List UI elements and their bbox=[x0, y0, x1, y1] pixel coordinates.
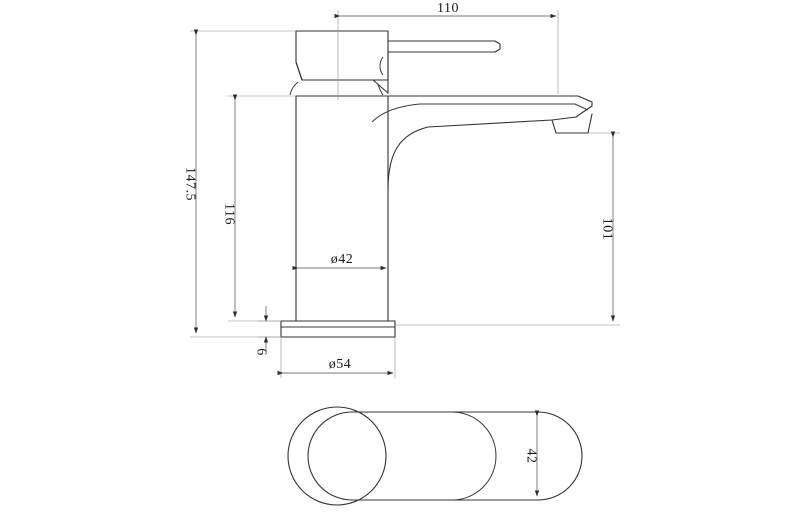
lever-handle-outline bbox=[379, 40, 501, 94]
handle-housing-outline bbox=[295, 30, 389, 81]
dim-d54-group: ø54 bbox=[277, 337, 396, 378]
plan-handle-cap-arc bbox=[451, 411, 497, 501]
handle-collar-outline bbox=[289, 61, 389, 96]
top-plan-view: 42 bbox=[287, 406, 583, 506]
dim-d54-label: ø54 bbox=[329, 357, 352, 372]
dim-110-group: 110 bbox=[334, 1, 559, 100]
dim-d42-group: ø42 bbox=[292, 252, 387, 271]
dim-147-5-label: 147.5 bbox=[183, 167, 198, 201]
dim-116-label: 116 bbox=[222, 203, 237, 225]
spout-top-outline bbox=[295, 95, 593, 111]
spout-lower-outline bbox=[387, 109, 587, 191]
dim-6-group: 6 bbox=[254, 306, 281, 356]
body-column-outline bbox=[295, 95, 389, 322]
dim-110-label: 110 bbox=[437, 1, 459, 16]
dim-42-label: 42 bbox=[524, 449, 539, 464]
dim-101-group: 101 bbox=[395, 131, 620, 326]
front-elevation-view: 110 147.5 116 101 bbox=[183, 1, 620, 378]
dim-147-5-group: 147.5 bbox=[183, 29, 296, 338]
dim-101-label: 101 bbox=[600, 218, 615, 241]
plan-base-plate-circle bbox=[287, 406, 387, 506]
base-plate-outline bbox=[280, 320, 396, 338]
spout-upper-curve bbox=[371, 103, 589, 123]
dim-42-group: 42 bbox=[524, 410, 540, 497]
plan-body-outline bbox=[307, 411, 583, 501]
dim-d42-label: ø42 bbox=[331, 252, 354, 267]
dim-116-group: 116 bbox=[222, 94, 296, 322]
dim-6-label: 6 bbox=[254, 348, 269, 356]
spout-tip-outline bbox=[551, 113, 593, 134]
